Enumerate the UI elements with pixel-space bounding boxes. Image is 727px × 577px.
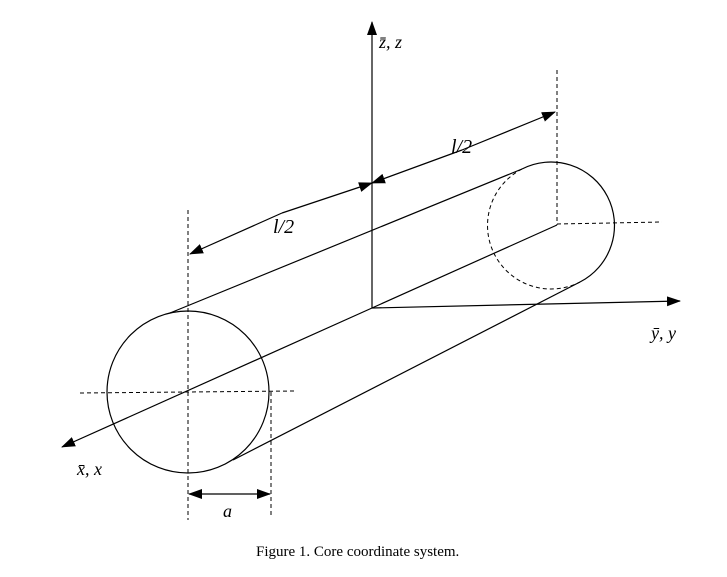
- back-end-circle-hidden-arc: [487, 168, 581, 290]
- front-horizontal-dashed-line: [79, 390, 296, 394]
- back-horizontal-dashed-line: [556, 221, 663, 225]
- half-length-left-arrow-a: [189, 212, 283, 255]
- x-axis-label: x̄, x: [76, 459, 102, 479]
- half-length-left-label: l/2: [273, 216, 294, 238]
- half-length-right-arrow-a: [371, 149, 463, 184]
- figure-caption: Figure 1. Core coordinate system.: [256, 544, 459, 560]
- y-axis: [371, 296, 681, 309]
- cylinder-bottom-edge: [232, 281, 581, 461]
- z-axis-label: z̄, z: [378, 32, 402, 52]
- x-axis-extension: [371, 224, 558, 309]
- half-length-right-arrow-b: [461, 111, 556, 151]
- radius-label: a: [223, 501, 232, 521]
- half-length-right-label: l/2: [451, 136, 472, 158]
- back-end-circle-visible-arc: [521, 161, 616, 283]
- y-axis-label: ȳ, y: [649, 323, 676, 343]
- cylinder-top-edge: [169, 168, 523, 314]
- half-length-left-arrow-b: [281, 182, 373, 214]
